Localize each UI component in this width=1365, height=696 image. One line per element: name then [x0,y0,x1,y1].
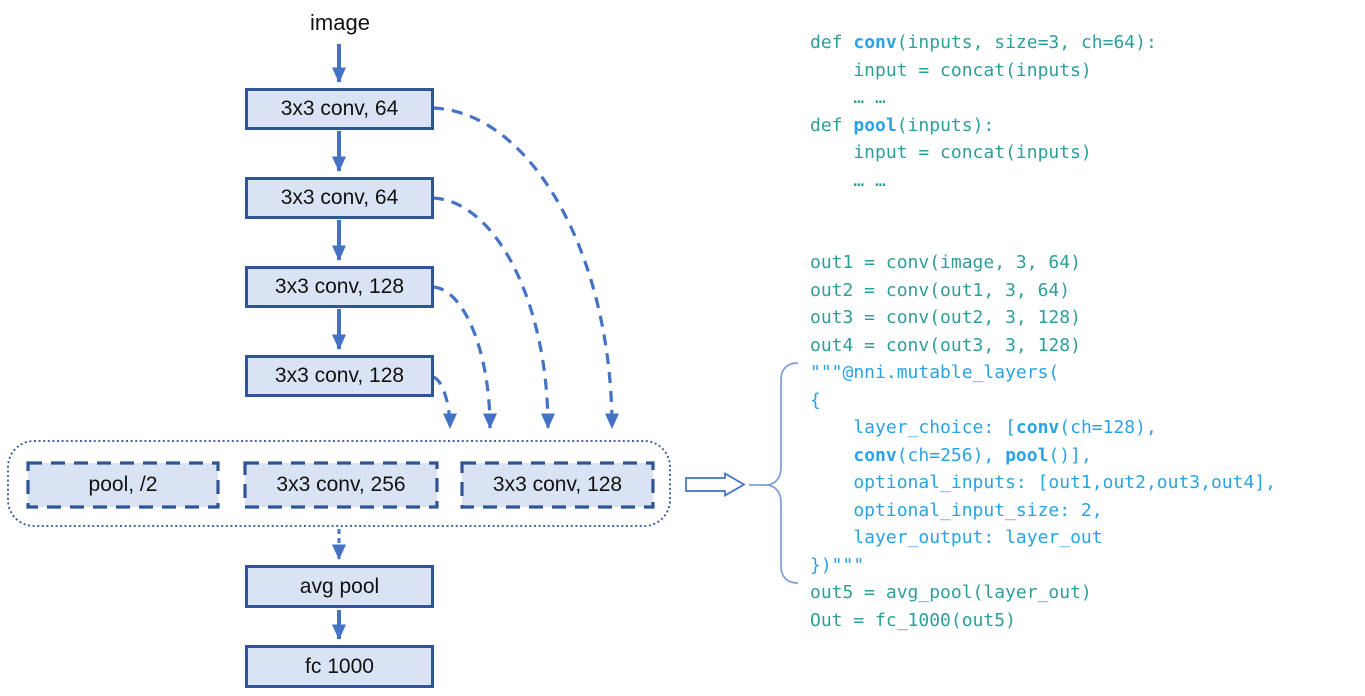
skip-curve-conv4 [432,375,457,429]
code-line: out5 = avg_pool(layer_out) [810,582,1092,603]
code-line [810,194,1350,222]
code-line: Out = fc_1000(out5) [810,609,1016,631]
code-line: out4 = conv(out3, 3, 128) [810,334,1081,356]
code-line: … … [810,87,886,108]
avg-pool-box: avg pool [245,565,434,608]
code-line: { [810,389,821,411]
conv-layer-box-3: 3x3 conv, 128 [245,266,434,308]
choice-box-pool-label: pool, /2 [88,473,158,496]
skip-curve-conv1 [432,106,619,429]
avg-pool-box-label: avg pool [299,574,380,598]
curly-brace-icon [767,362,799,584]
code-line: def pool(inputs): [810,114,995,136]
code-line: layer_output: layer_out [810,527,1103,548]
code-line: out2 = conv(out1, 3, 64) [810,279,1071,301]
code-line: })""" [810,554,865,576]
code-line: … … [810,169,886,191]
conv-layer-box-4: 3x3 conv, 128 [245,355,434,397]
fc-1000-box: fc 1000 [245,645,434,688]
conv-layer-box-3-label: 3x3 conv, 128 [274,275,405,298]
code-line: optional_inputs: [out1,out2,out3,out4], [810,472,1276,493]
code-line: layer_choice: [conv(ch=128), [810,417,1157,438]
fc-1000-box-label: fc 1000 [305,654,374,678]
conv-layer-box-2: 3x3 conv, 64 [245,177,434,219]
code-line: out3 = conv(out2, 3, 128) [810,307,1081,328]
choice-box-conv128 [460,461,655,509]
skip-curve-conv2 [432,196,555,429]
code-block: def conv(inputs, size=3, ch=64): input =… [810,29,1350,634]
conv-layer-box-2-label: 3x3 conv, 64 [280,186,399,209]
code-line: """@nni.mutable_layers( [810,362,1060,383]
code-line: def conv(inputs, size=3, ch=64): [810,32,1157,53]
mutable-layer-container [7,440,671,527]
conv-layer-box-4-label: 3x3 conv, 128 [274,364,405,387]
code-line: optional_input_size: 2, [810,499,1103,521]
choice-box-pool [26,461,220,509]
choice-box-conv256-label: 3x3 conv, 256 [276,473,406,496]
code-line: conv(ch=256), pool()], [853,444,1092,466]
code-line: out1 = conv(image, 3, 64) [810,252,1081,273]
code-line [810,222,1350,250]
conv-layer-box-1-label: 3x3 conv, 64 [280,97,399,120]
code-line: input = concat(inputs) [810,142,1092,163]
conv-layer-box-1: 3x3 conv, 64 [245,88,434,130]
skip-curve-conv3 [432,285,497,429]
choice-box-conv256 [243,461,439,509]
choice-box-conv128-label: 3x3 conv, 128 [492,473,623,496]
block-arrow-icon [685,472,746,497]
code-line: input = concat(inputs) [810,59,1092,81]
input-image-label: image [310,10,370,35]
